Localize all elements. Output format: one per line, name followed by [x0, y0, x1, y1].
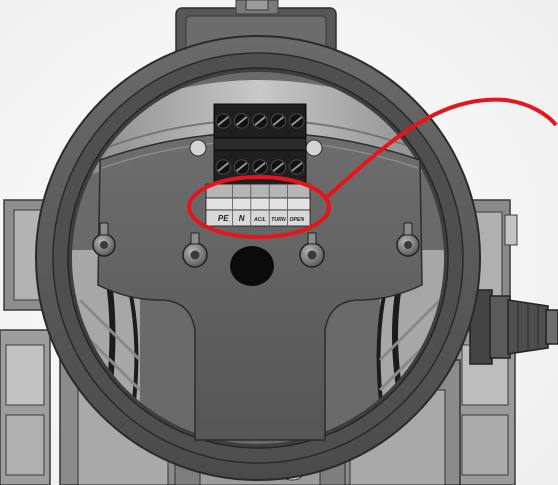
- terminal-label: AC/L: [253, 217, 266, 223]
- wire-opening: [230, 246, 274, 286]
- terminal-dividers: [231, 184, 289, 226]
- highlight-ellipse: [187, 175, 331, 239]
- terminal-screw: [215, 113, 231, 129]
- terminal-label: OPEN: [289, 217, 304, 223]
- terminal-screw: [252, 159, 268, 175]
- mounting-bolts: [92, 222, 420, 268]
- terminal-screw: [252, 113, 268, 129]
- terminal-screw: [233, 113, 250, 129]
- terminal-label: TURN: [271, 217, 286, 223]
- terminal-screw: [270, 159, 287, 175]
- terminal-label: N: [239, 214, 245, 223]
- terminal-screw: [270, 113, 287, 129]
- terminal-screw: [233, 159, 250, 175]
- terminal-screws-bottom: [215, 159, 305, 175]
- plate-hole-left: [189, 139, 207, 157]
- plate-hole-right: [305, 139, 323, 157]
- highlight-leader-line: [324, 97, 558, 200]
- highlight-annotation: [187, 97, 558, 239]
- left-mount: [0, 199, 65, 485]
- terminal-screw: [289, 113, 305, 129]
- terminal-screws-top: [215, 113, 305, 129]
- terminal-screw: [289, 159, 305, 175]
- terminal-label: PE: [218, 214, 229, 223]
- terminal-screw: [215, 159, 231, 175]
